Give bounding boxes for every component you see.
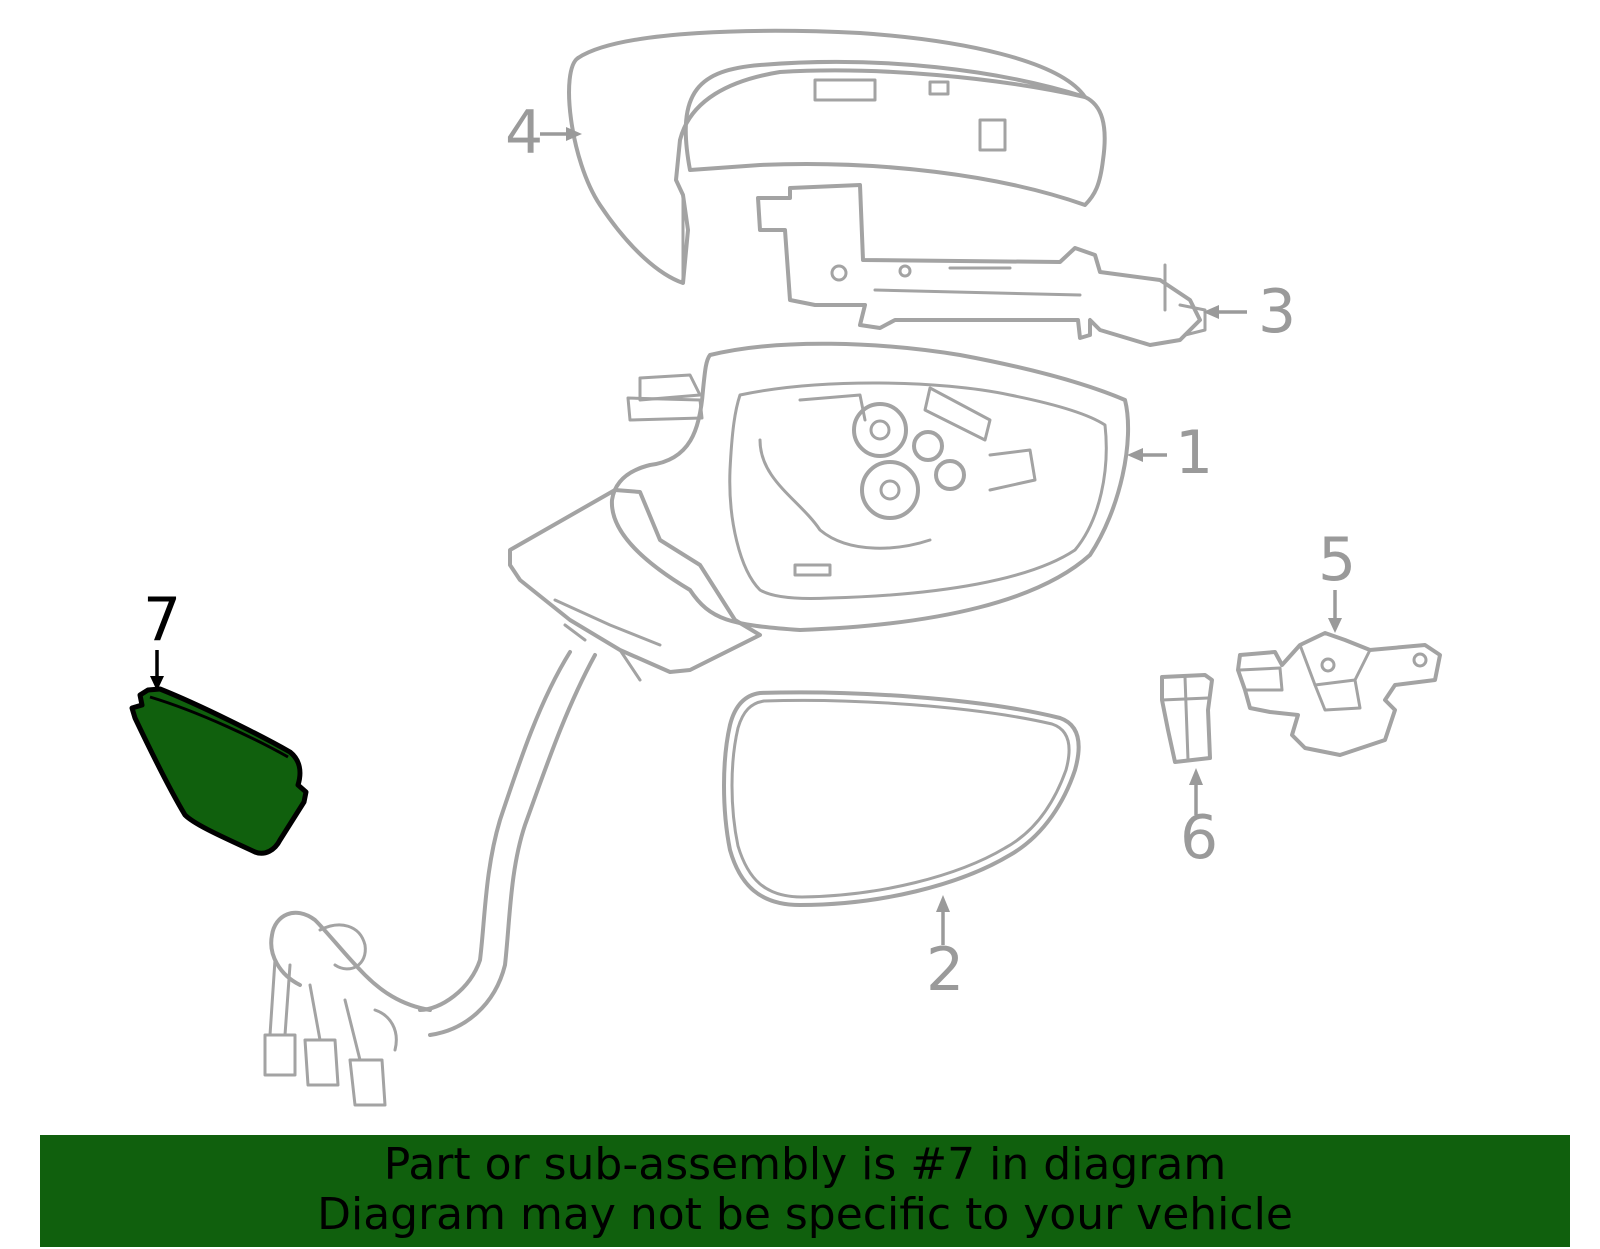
- part-5-bracket: [1236, 631, 1442, 757]
- info-banner: Part or sub-assembly is #7 in diagram Di…: [40, 1135, 1570, 1247]
- part-3-bracket: [756, 183, 1207, 347]
- callout-3: 3: [1258, 277, 1296, 347]
- part-7-shape: [129, 686, 309, 856]
- part-1-wire-harness: [263, 650, 597, 1107]
- callout-6: 6: [1180, 803, 1218, 873]
- callout-arrows: [150, 127, 1342, 945]
- callout-2: 2: [926, 935, 964, 1005]
- banner-line-1: Part or sub-assembly is #7 in diagram: [383, 1139, 1227, 1190]
- part-7-highlighted: [129, 686, 309, 856]
- part-2-mirror-glass: [722, 690, 1081, 907]
- part-1-mirror-housing: [508, 341, 1131, 682]
- callout-1: 1: [1175, 418, 1213, 488]
- part-6-clip: [1160, 673, 1214, 764]
- callout-7: 7: [143, 585, 181, 655]
- callout-5: 5: [1318, 525, 1356, 595]
- part-4-mirror-cover: [567, 28, 1107, 285]
- callout-4: 4: [505, 98, 543, 168]
- banner-line-2: Diagram may not be specific to your vehi…: [317, 1189, 1293, 1240]
